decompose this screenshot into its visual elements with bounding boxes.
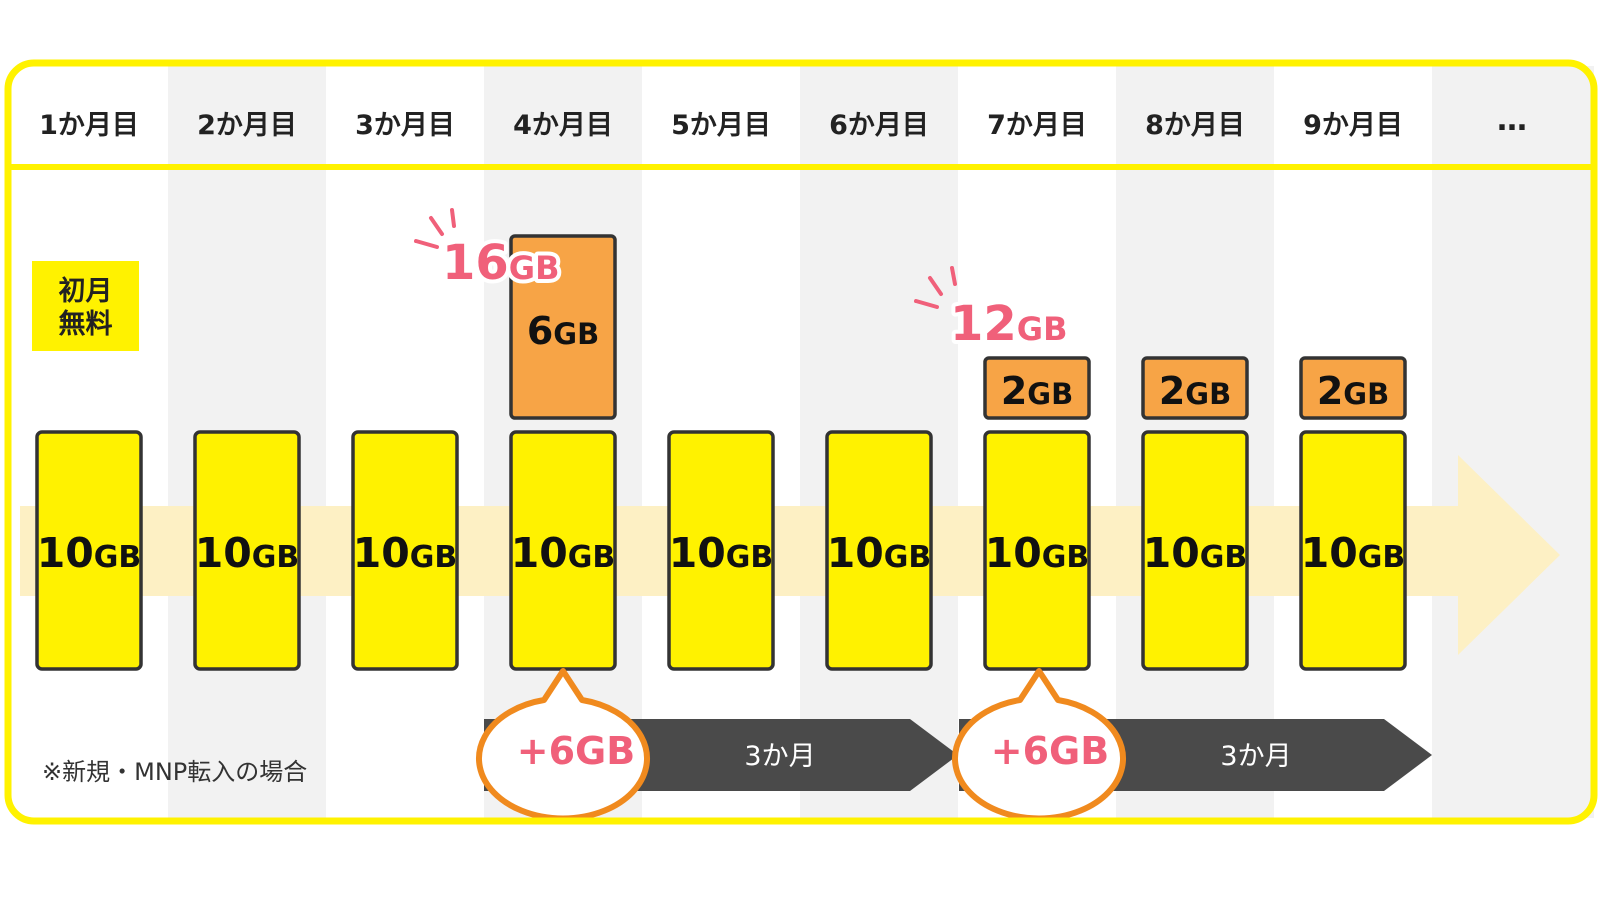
month-header-label: 7か月目 [987, 110, 1087, 141]
free-first-month-badge: 初月 無料 [32, 261, 139, 351]
month-header-label: 3か月目 [355, 110, 455, 141]
data-unit: GB [1200, 540, 1248, 575]
total-callout-12: 12GB [914, 266, 1071, 356]
extra-data-value: 6 [527, 309, 553, 353]
data-unit: GB [568, 540, 616, 575]
data-unit: GB [726, 540, 774, 575]
month-header-row: 1か月目 2か月目 3か月目 4か月目 5か月目 6か月目 7か月目 8か月目 9か月目 [39, 110, 1403, 141]
panel-border [4, 59, 1598, 825]
extra-data-block [1141, 356, 1249, 420]
free-badge-line2: 無料 [59, 309, 113, 340]
base-data-block [1299, 430, 1407, 671]
more-months-ellipsis: … [1497, 103, 1527, 138]
column-stripe [1432, 66, 1594, 818]
month-block-group: 10GB [35, 430, 143, 671]
extra-data-label: 2GB [1001, 369, 1073, 413]
base-data-value: 10 [1301, 529, 1358, 577]
data-unit: GB [1042, 540, 1090, 575]
footnote: ※新規・MNP転入の場合 [42, 758, 307, 786]
data-unit: GB [1343, 377, 1389, 411]
month-header-label: 9か月目 [1303, 110, 1403, 141]
sparkle-icon [414, 208, 456, 249]
month-block-group: 10GB [351, 430, 459, 671]
total-value: 16 [442, 235, 509, 291]
month-block-group: 10GB [825, 430, 933, 671]
extra-data-block [509, 234, 617, 420]
base-data-value: 10 [353, 529, 410, 577]
total-value: 12 [950, 296, 1017, 352]
extra-data-value: 2 [1317, 369, 1343, 413]
extra-data-label: 2GB [1159, 369, 1231, 413]
data-unit: GB [884, 540, 932, 575]
base-data-block [667, 430, 775, 671]
extra-data-value: 2 [1159, 369, 1185, 413]
data-unit: GB [1027, 377, 1073, 411]
extra-data-block [983, 356, 1091, 420]
base-data-label: 10GB [669, 529, 774, 577]
base-data-label: 10GB [827, 529, 932, 577]
month-header-label: 2か月目 [197, 110, 297, 141]
base-data-value: 10 [511, 529, 568, 577]
bonus-label: +6GB [517, 729, 635, 773]
month-block-group: 10GB [667, 430, 775, 671]
sparkle-icon [914, 266, 957, 309]
base-data-label: 10GB [353, 529, 458, 577]
data-unit: GB [553, 317, 599, 351]
total-unit: GB [509, 249, 560, 287]
bonus-period-2: 3か月 +6GB [952, 668, 1432, 822]
data-unit: GB [252, 540, 300, 575]
total-unit: GB [1017, 310, 1068, 348]
extra-data-value: 2 [1001, 369, 1027, 413]
base-data-block [1141, 430, 1249, 671]
base-data-value: 10 [1143, 529, 1200, 577]
month-header-label: 8か月目 [1145, 110, 1245, 141]
base-data-value: 10 [827, 529, 884, 577]
month-block-group: 10GB [193, 430, 301, 671]
total-callout-16: 16GB [414, 208, 563, 295]
base-data-label: 10GB [1143, 529, 1248, 577]
base-data-value: 10 [985, 529, 1042, 577]
base-data-value: 10 [669, 529, 726, 577]
base-data-label: 10GB [511, 529, 616, 577]
base-data-block [193, 430, 301, 671]
base-data-block [825, 430, 933, 671]
free-badge-line1: 初月 [59, 276, 113, 307]
base-data-block [351, 430, 459, 671]
extra-data-label: 2GB [1317, 369, 1389, 413]
data-unit: GB [1185, 377, 1231, 411]
month-header-label: 1か月目 [39, 110, 139, 141]
month-header-label: 4か月目 [513, 110, 613, 141]
bonus-duration-label: 3か月 [1220, 741, 1291, 772]
base-data-label: 10GB [1301, 529, 1406, 577]
bonus-period-1: 3か月 +6GB [476, 668, 958, 822]
base-data-value: 10 [195, 529, 252, 577]
bonus-label: +6GB [991, 729, 1109, 773]
data-unit: GB [94, 540, 142, 575]
extra-data-label: 6GB [527, 309, 599, 353]
base-data-label: 10GB [195, 529, 300, 577]
month-header-label: 6か月目 [829, 110, 929, 141]
timeline-arrow [20, 455, 1560, 655]
bonus-duration-label: 3か月 [744, 741, 815, 772]
base-data-label: 10GB [985, 529, 1090, 577]
data-unit: GB [1358, 540, 1406, 575]
extra-data-block [1299, 356, 1407, 420]
base-data-value: 10 [37, 529, 94, 577]
svg-text:16GB: 16GB [442, 235, 559, 291]
base-data-label: 10GB [37, 529, 142, 577]
base-data-block [35, 430, 143, 671]
svg-text:12GB: 12GB [950, 296, 1067, 352]
month-header-label: 5か月目 [671, 110, 771, 141]
data-unit: GB [410, 540, 458, 575]
